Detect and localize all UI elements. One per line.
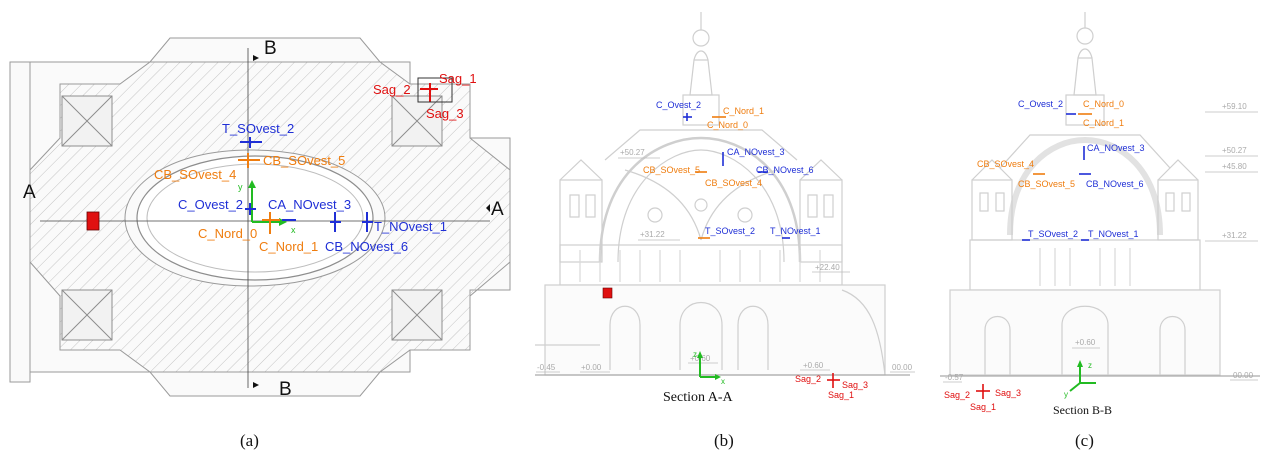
- sag-box: [417, 77, 453, 103]
- section-mark-b-bottom: B: [279, 379, 292, 400]
- label-c-cb-sovest-4: CB_SOvest_4: [977, 159, 1034, 169]
- label-sag-1: Sag_1: [439, 71, 477, 86]
- label-c-sag-2: Sag_2: [944, 390, 970, 400]
- label-c-sag-3: Sag_3: [995, 388, 1021, 398]
- label-cb-sovest-5: CB_SOvest_5: [263, 153, 345, 168]
- label-b-t-novest-1: T_NOvest_1: [770, 226, 821, 236]
- axis-c-y: y: [1064, 390, 1068, 399]
- label-c-t-sovest-2: T_SOvest_2: [1028, 229, 1078, 239]
- section-title-b: Section A-A: [663, 390, 733, 405]
- caption-a: (a): [240, 431, 259, 450]
- plan-inner-ellipse-2: [146, 163, 364, 273]
- panel-c-elevation-labels: +59.10 +50.27 +45.80 +31.22 +0.60 -0.57 …: [945, 102, 1254, 382]
- label-c-c-ovest-2: C_Ovest_2: [1018, 99, 1063, 109]
- sensor-arrows-c: [976, 113, 1092, 399]
- label-b-c-nord-1: C_Nord_1: [723, 106, 764, 116]
- label-t-novest-1: T_NOvest_1: [374, 219, 447, 234]
- label-b-c-nord-0: C_Nord_0: [707, 120, 748, 130]
- section-mark-a-left: A: [23, 182, 36, 203]
- panel-c-section-bb: [940, 12, 1260, 377]
- label-b-cb-sovest-5: CB_SOvest_5: [643, 165, 700, 175]
- label-c-c-nord-1: C_Nord_1: [1083, 118, 1124, 128]
- elev-b-5027: +50.27: [620, 148, 645, 157]
- section-arrow-a-right: [486, 204, 490, 212]
- section-mark-a-right: A: [491, 199, 504, 220]
- elev-c-5910: +59.10: [1222, 102, 1247, 111]
- label-cb-sovest-4: CB_SOvest_4: [154, 167, 236, 182]
- panel-b-section-aa: [535, 12, 910, 376]
- label-c-t-novest-1: T_NOvest_1: [1088, 229, 1139, 239]
- label-ca-novest-3: CA_NOvest_3: [268, 197, 351, 212]
- plan-corner-boxes: [61, 95, 443, 341]
- elev-c-4580: +45.80: [1222, 162, 1247, 171]
- sensor-labels-b: C_Ovest_2 C_Nord_1 C_Nord_0 CA_NOvest_3 …: [643, 100, 868, 400]
- label-b-sag-2: Sag_2: [795, 374, 821, 384]
- caption-b: (b): [714, 431, 734, 450]
- label-b-sag-1: Sag_1: [828, 390, 854, 400]
- axis-c-z: z: [1088, 361, 1092, 370]
- elev-c-5027: +50.27: [1222, 146, 1247, 155]
- section-mark-b-top: B: [264, 38, 277, 59]
- elev-b-060b: +0.60: [803, 361, 824, 370]
- label-sag-3: Sag_3: [426, 106, 464, 121]
- plan-axes: [248, 180, 287, 226]
- elev-b-0000: 00.00: [892, 363, 913, 372]
- plan-inner-ellipse: [136, 155, 374, 281]
- red-marker-b: [602, 287, 613, 299]
- sensor-labels-c: C_Ovest_2 C_Nord_0 C_Nord_1 CA_NOvest_3 …: [944, 99, 1145, 412]
- axes-b: [697, 351, 721, 380]
- panel-c-elevations: [943, 111, 1258, 383]
- sensor-arrows-b: [683, 113, 840, 388]
- elev-c-060: +0.60: [1075, 338, 1096, 347]
- elev-c-m057: -0.57: [945, 373, 964, 382]
- section-title-c: Section B-B: [1053, 403, 1112, 417]
- section-arrow-b-bottom: [253, 382, 259, 388]
- label-c-nord-1: C_Nord_1: [259, 239, 318, 254]
- label-sag-2: Sag_2: [373, 82, 411, 97]
- red-marker-block: [86, 211, 100, 231]
- label-b-cb-sovest-4: CB_SOvest_4: [705, 178, 762, 188]
- caption-c: (c): [1075, 431, 1094, 450]
- label-t-sovest-2: T_SOvest_2: [222, 121, 294, 136]
- label-b-cb-novest-6: CB_NOvest_6: [756, 165, 814, 175]
- axis-label-x: x: [291, 225, 296, 235]
- elev-c-0000: 00.00: [1233, 371, 1254, 380]
- panel-a-plan: B B A A y x T_SOvest_2 CB_SOvest_5: [9, 37, 511, 400]
- label-cb-novest-6: CB_NOvest_6: [325, 239, 408, 254]
- axis-b-x: x: [721, 377, 725, 386]
- elev-b-000: +0.00: [581, 363, 602, 372]
- plan-sensor-arrows: [238, 83, 438, 234]
- label-b-ca-novest-3: CA_NOvest_3: [727, 147, 785, 157]
- label-b-sag-3: Sag_3: [842, 380, 868, 390]
- axis-b-z: z: [693, 350, 697, 359]
- section-arrow-b-top: [253, 55, 259, 61]
- elev-b-3122: +31.22: [640, 230, 665, 239]
- elev-c-3122: +31.22: [1222, 231, 1247, 240]
- panel-b-elevations: [536, 157, 915, 373]
- elev-b-m045: -0.45: [537, 363, 556, 372]
- elev-b-2240: +22.40: [815, 263, 840, 272]
- label-c-nord-0: C_Nord_0: [198, 226, 257, 241]
- label-c-ca-novest-3: CA_NOvest_3: [1087, 143, 1145, 153]
- label-c-c-nord-0: C_Nord_0: [1083, 99, 1124, 109]
- label-b-t-sovest-2: T_SOvest_2: [705, 226, 755, 236]
- label-c-cb-sovest-5: CB_SOvest_5: [1018, 179, 1075, 189]
- label-c-ovest-2: C_Ovest_2: [178, 197, 243, 212]
- label-c-sag-1: Sag_1: [970, 402, 996, 412]
- axes-c: [1069, 360, 1096, 392]
- label-c-cb-novest-6: CB_NOvest_6: [1086, 179, 1144, 189]
- plan-hatched-walls: [29, 61, 511, 373]
- label-b-c-ovest-2: C_Ovest_2: [656, 100, 701, 110]
- axis-label-y: y: [238, 182, 243, 192]
